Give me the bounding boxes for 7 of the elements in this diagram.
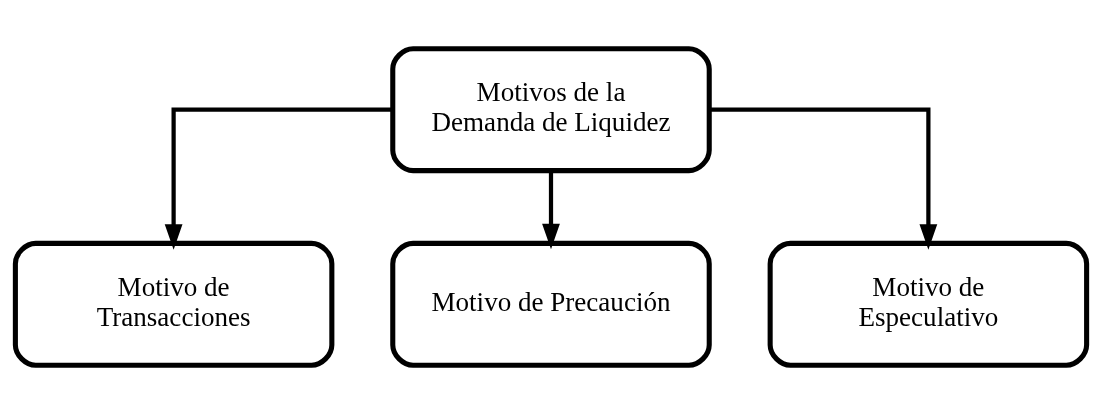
node-box: Motivos de la Demanda de Liquidez [390,45,712,173]
arrow [542,170,560,249]
arrow [164,107,393,250]
node-box: Motivo de Precaución [390,240,712,368]
arrow [709,107,938,250]
node-box: Motivo de Transacciones [12,240,335,368]
node-box: Motivo de Especulativo [767,240,1090,368]
